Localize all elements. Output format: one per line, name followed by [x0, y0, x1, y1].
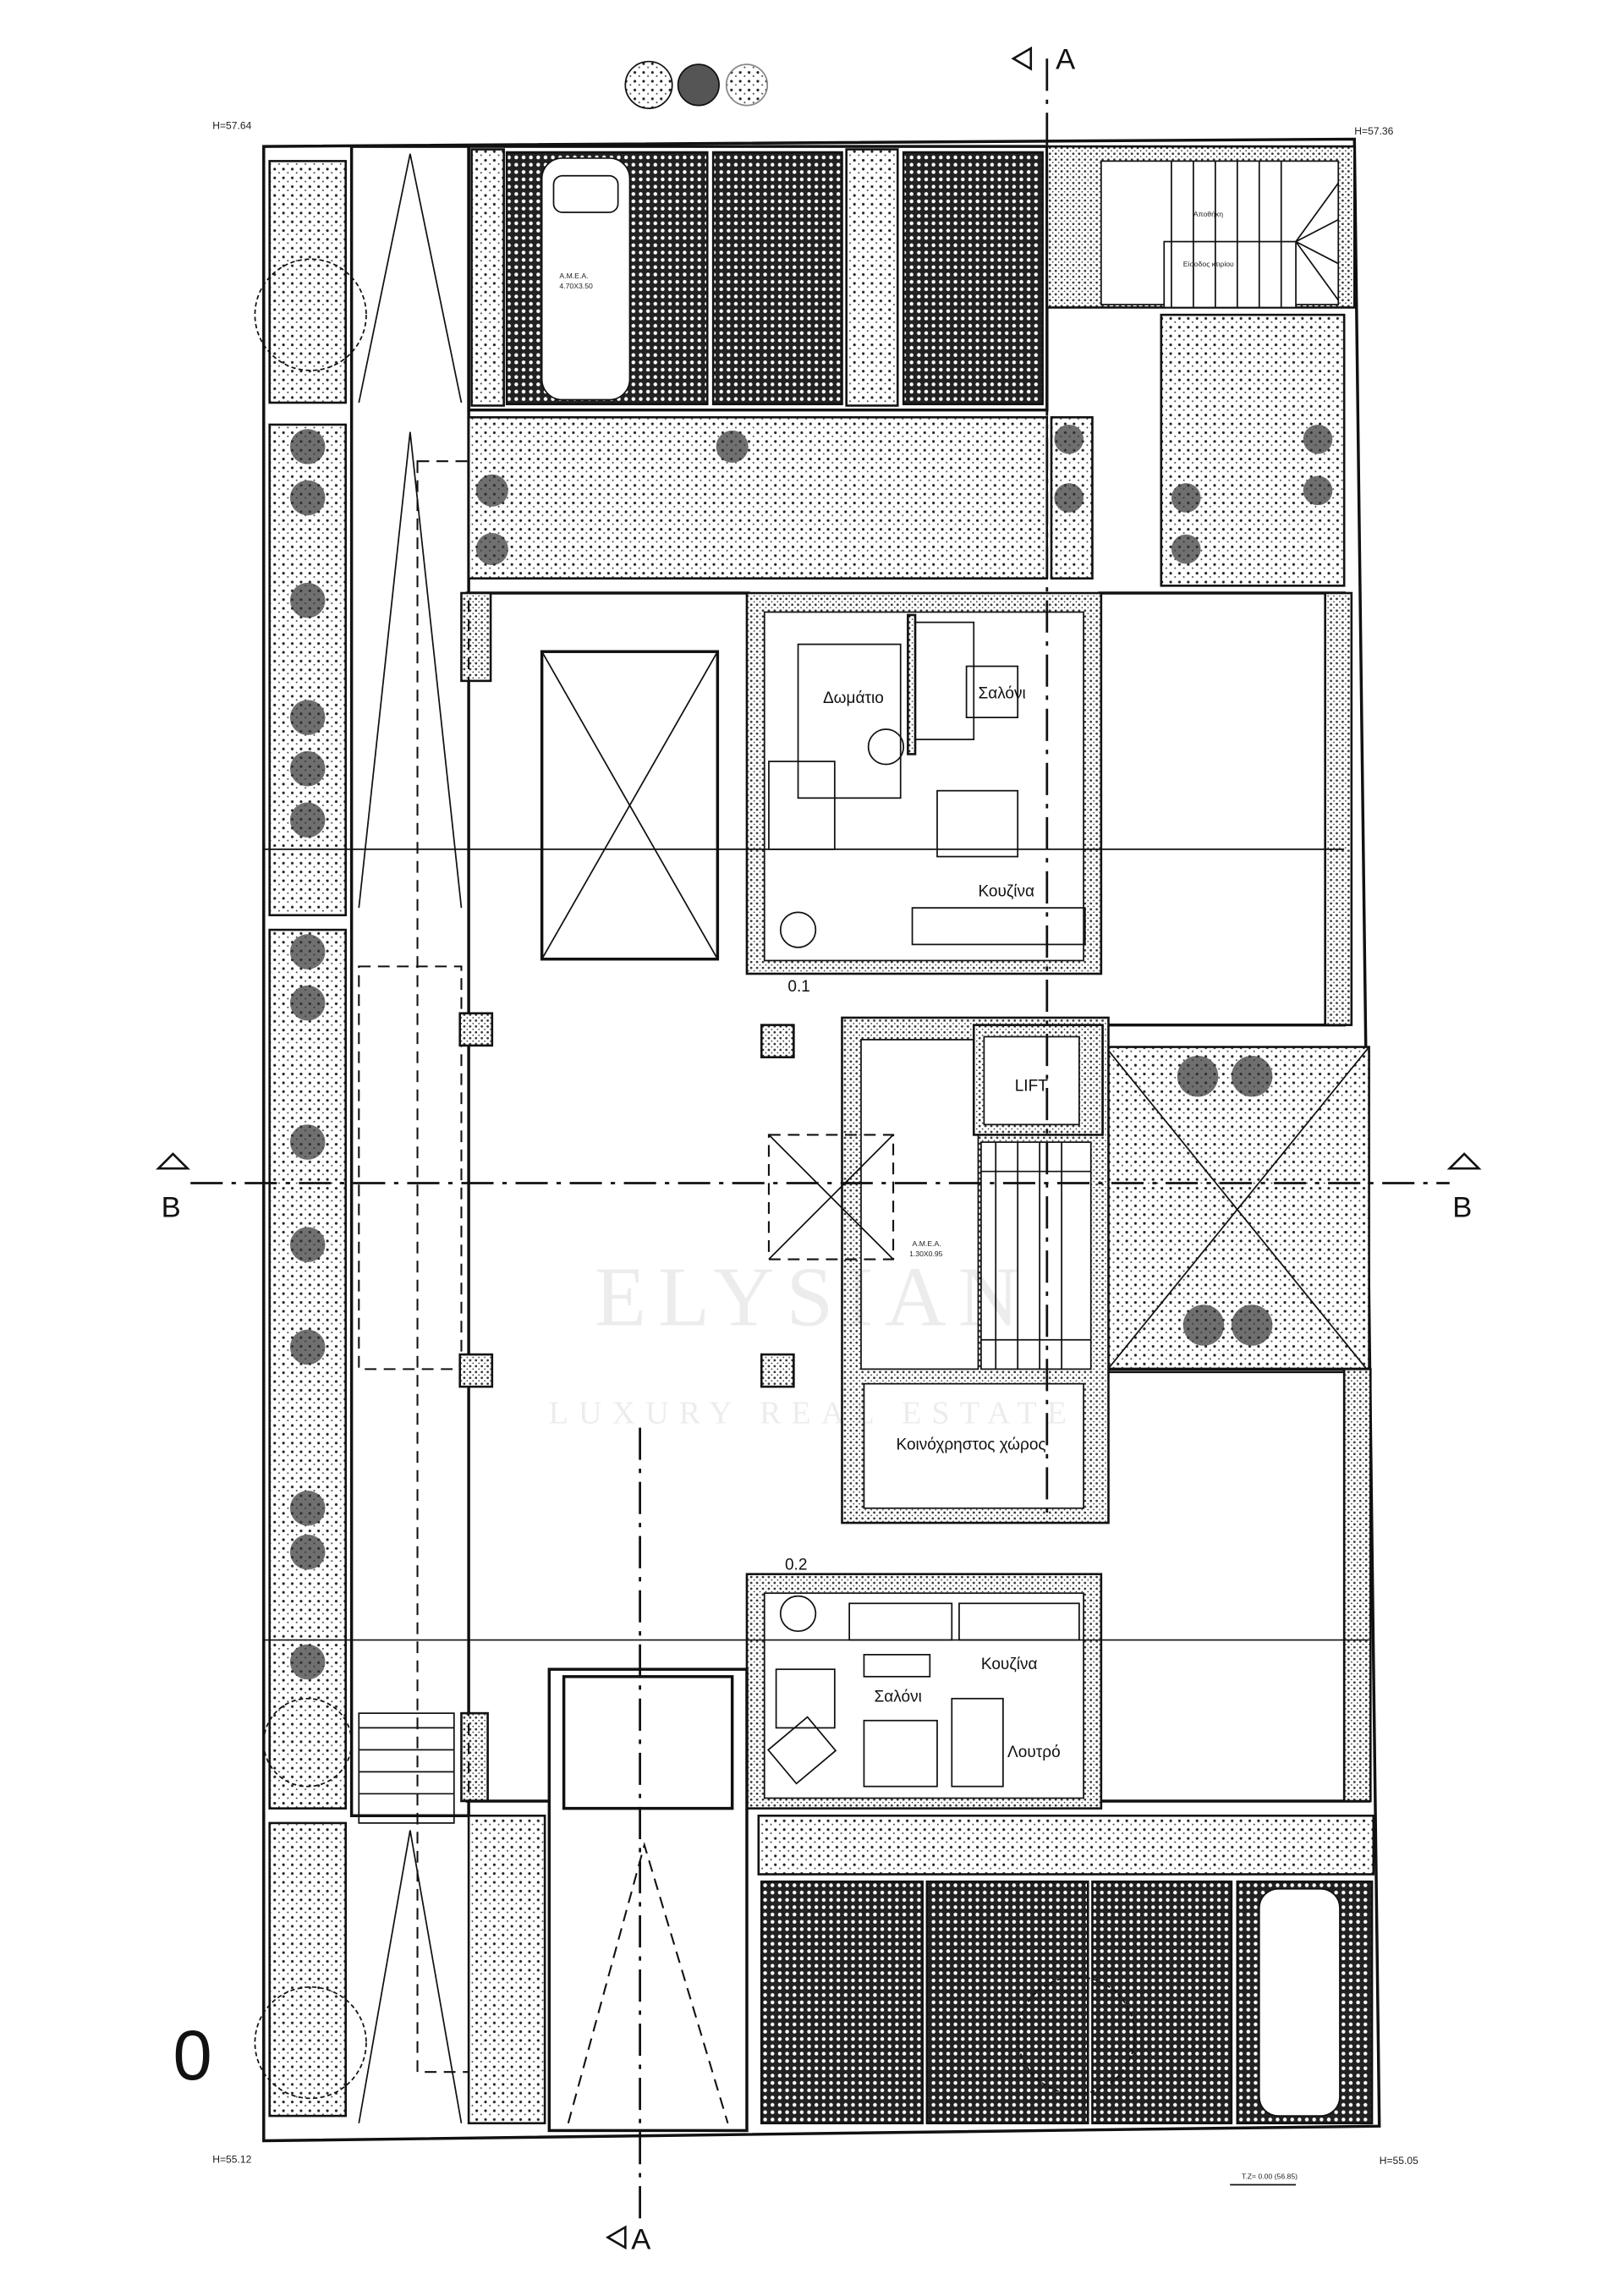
svg-text:H=57.36: H=57.36: [1354, 125, 1393, 137]
svg-text:Α.Μ.Ε.Α.: Α.Μ.Ε.Α.: [559, 272, 588, 280]
staircase: [980, 1141, 1092, 1370]
left-planter-strip: [254, 160, 367, 2117]
apartment-0-1: Δωμάτιο Σαλόνι Κουζίνα 0.1: [745, 591, 1103, 996]
svg-text:Α.Μ.Ε.Α.: Α.Μ.Ε.Α.: [913, 1239, 941, 1248]
svg-text:1.30Χ0.95: 1.30Χ0.95: [909, 1250, 943, 1258]
svg-text:Σαλόνι: Σαλόνι: [875, 1688, 922, 1706]
car-icon: [540, 157, 631, 401]
svg-text:Λουτρό: Λουτρό: [1007, 1744, 1061, 1761]
svg-text:4.70Χ3.50: 4.70Χ3.50: [559, 282, 593, 290]
svg-text:LIFT: LIFT: [1015, 1077, 1048, 1095]
svg-text:Είσοδος κτιρίου: Είσοδος κτιρίου: [1183, 260, 1234, 268]
driveway: [467, 1667, 749, 2133]
svg-text:B: B: [162, 1191, 181, 1223]
lift: [983, 1035, 1080, 1126]
svg-text:H=55.05: H=55.05: [1380, 2155, 1418, 2167]
building-core: LIFT Α.Μ.Ε.Α. 1.30Χ0.95 Κοινόχρηστος χώρ…: [767, 1016, 1110, 1524]
svg-text:Δωμάτιο: Δωμάτιο: [823, 689, 884, 707]
gardens: [467, 415, 1370, 1374]
svg-text:Κουζίνα: Κουζίνα: [981, 1656, 1038, 1673]
apartment-0-2: Κουζίνα Σαλόνι Λουτρό 0.2: [745, 1556, 1103, 1810]
watermark: ELYSIAN LUXURY REAL ESTATE: [549, 1250, 1078, 1431]
svg-text:ELYSIAN: ELYSIAN: [595, 1250, 1031, 1343]
svg-text:Αποθήκη: Αποθήκη: [1193, 210, 1223, 218]
svg-text:0.1: 0.1: [787, 978, 809, 996]
floor-number: 0: [173, 2016, 211, 2095]
svg-text:LUXURY REAL ESTATE: LUXURY REAL ESTATE: [549, 1395, 1078, 1431]
car-icon: [1258, 1887, 1341, 2117]
svg-text:A: A: [1056, 43, 1076, 75]
svg-text:Σαλόνι: Σαλόνι: [978, 685, 1025, 703]
site-boundary: [262, 137, 1381, 2143]
svg-text:Κοινόχρηστος χώρος: Κοινόχρηστος χώρος: [897, 1436, 1046, 1454]
building-walls: [358, 460, 1372, 2074]
svg-text:H=57.64: H=57.64: [212, 119, 251, 131]
bottom-parking: [757, 1814, 1375, 2125]
svg-text:A: A: [631, 2224, 651, 2256]
light-well: [540, 650, 720, 961]
tree-legend-icons: [624, 60, 769, 109]
svg-text:0.2: 0.2: [785, 1556, 807, 1574]
section-lines: [156, 46, 1482, 2250]
top-stair: Αποθήκη Είσοδος κτιρίου: [1045, 145, 1356, 587]
svg-text:B: B: [1452, 1191, 1472, 1223]
svg-text:Τ.Ζ= 0.00 (56.85): Τ.Ζ= 0.00 (56.85): [1242, 2172, 1298, 2181]
svg-text:Κουζίνα: Κουζίνα: [978, 882, 1034, 900]
top-parking: Α.Μ.Ε.Α. 4.70Χ3.50: [467, 145, 1049, 412]
svg-text:H=55.12: H=55.12: [212, 2153, 251, 2165]
ramp: [349, 145, 470, 2123]
